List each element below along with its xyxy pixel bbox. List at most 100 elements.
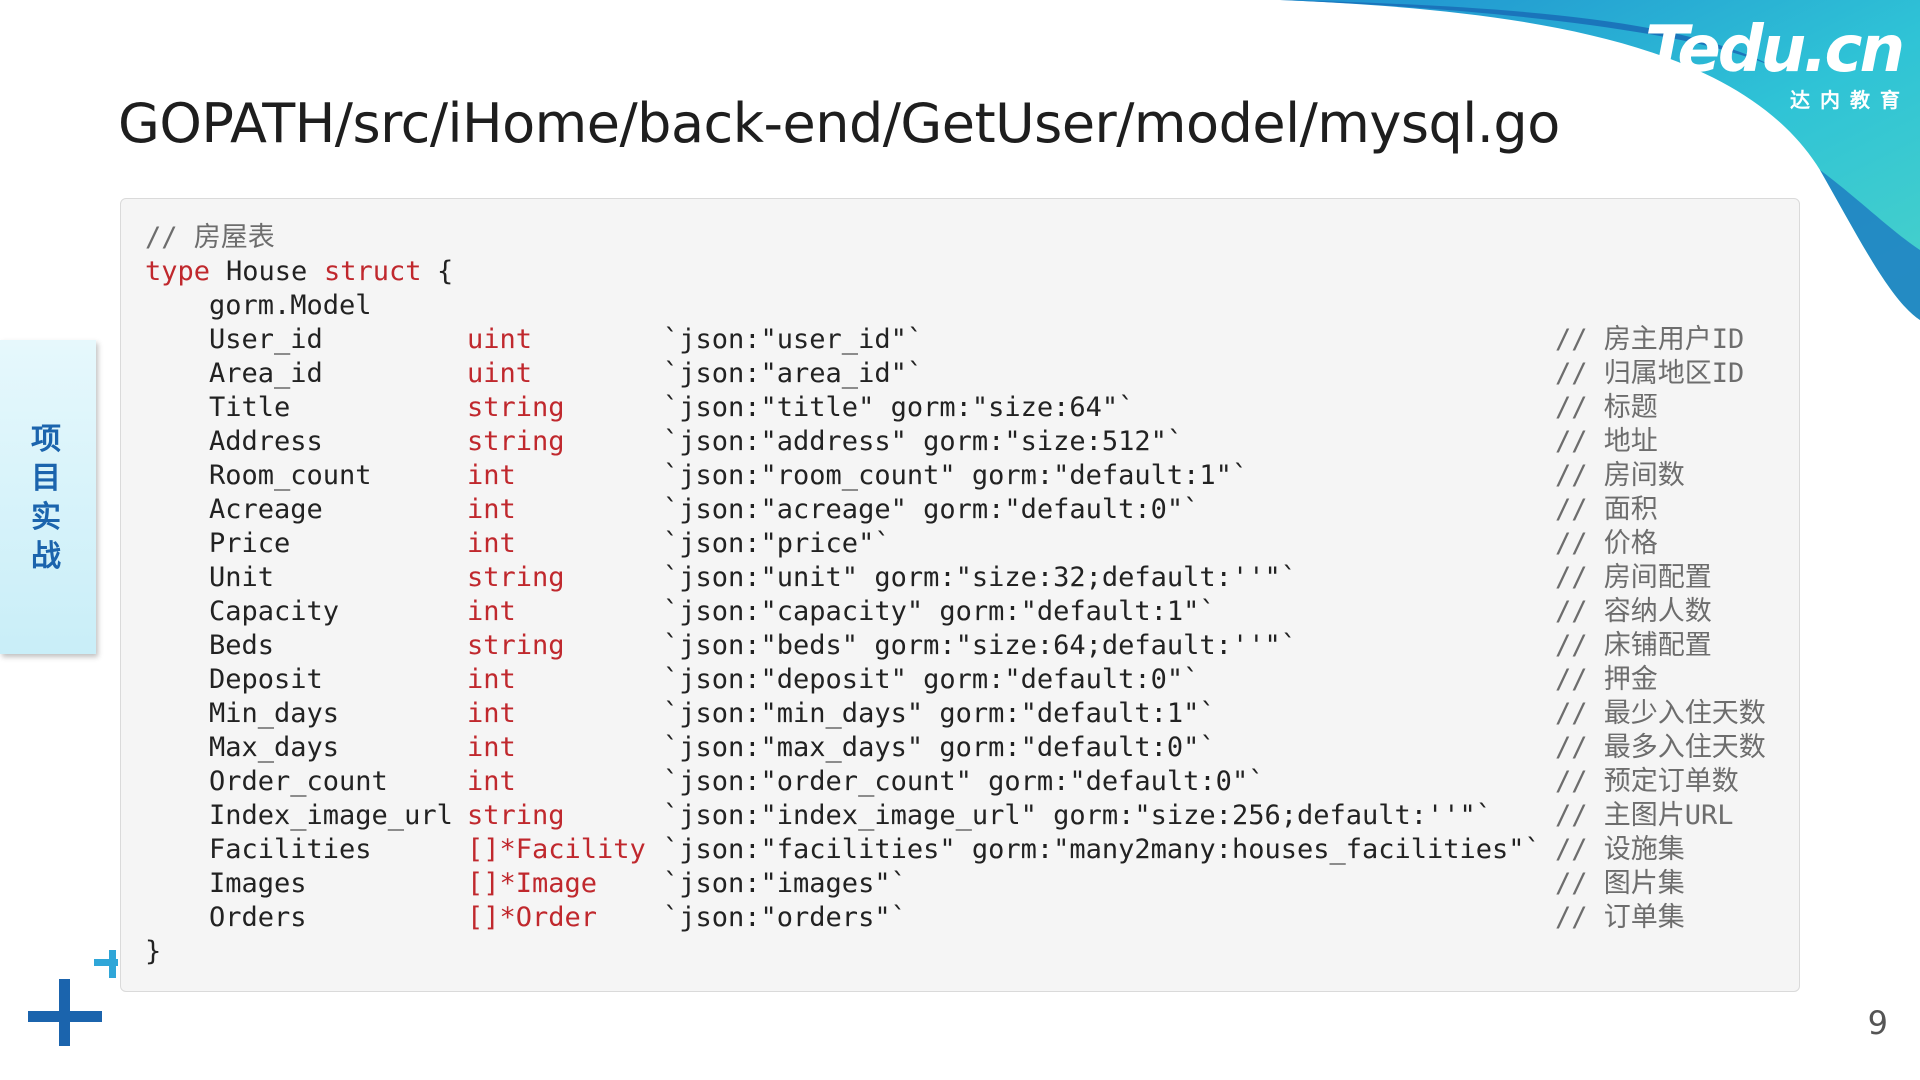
code-field-name: Images bbox=[209, 868, 307, 899]
brand-swoosh-decoration bbox=[1280, 0, 1920, 320]
code-field-name: Facilities bbox=[209, 834, 372, 865]
code-struct-name: House bbox=[226, 256, 308, 287]
code-field-comment: // 房主用户ID bbox=[1555, 324, 1745, 355]
code-field-name: Orders bbox=[209, 902, 307, 933]
code-field-name: Capacity bbox=[209, 596, 340, 627]
code-line-field: Deposit int `json:"deposit" gorm:"default:… bbox=[145, 663, 1785, 697]
code-field-comment: // 房间配置 bbox=[1555, 562, 1712, 593]
code-line-field: Index_image_url string `json:"index_image_… bbox=[145, 799, 1785, 833]
code-line-embedded: gorm.Model bbox=[145, 289, 1785, 323]
code-field-tag: `json:"room_count" gorm:"default:1"` bbox=[663, 460, 1249, 491]
code-field-comment: // 面积 bbox=[1555, 494, 1658, 525]
code-line-field: Unit string `json:"unit" gorm:"size:32;def… bbox=[145, 561, 1785, 595]
code-field-comment: // 容纳人数 bbox=[1555, 596, 1712, 627]
code-line-comment: // 房屋表 bbox=[145, 221, 1785, 255]
code-field-name: Order_count bbox=[209, 766, 388, 797]
code-field-comment: // 最少入住天数 bbox=[1555, 698, 1766, 729]
code-field-name: Price bbox=[209, 528, 291, 559]
code-field-type: int bbox=[467, 460, 516, 491]
code-field-type: int bbox=[467, 596, 516, 627]
code-field-name: Unit bbox=[209, 562, 275, 593]
code-line-struct-decl: type House struct { bbox=[145, 255, 1785, 289]
code-field-tag: `json:"user_id"` bbox=[663, 324, 924, 355]
code-field-type: string bbox=[467, 426, 565, 457]
code-field-tag: `json:"price"` bbox=[663, 528, 891, 559]
code-line-field: Capacity int `json:"capacity" gorm:"defaul… bbox=[145, 595, 1785, 629]
code-field-type: string bbox=[467, 392, 565, 423]
code-field-type: int bbox=[467, 528, 516, 559]
code-field-type: int bbox=[467, 698, 516, 729]
code-line-close: } bbox=[145, 935, 1785, 969]
code-line-field: Images []*Image `json:"images"` // 图片集 bbox=[145, 867, 1785, 901]
code-field-comment: // 预定订单数 bbox=[1555, 766, 1739, 797]
brand-logo-text: Tedu.cn bbox=[1645, 13, 1905, 87]
code-open-brace: { bbox=[437, 256, 454, 287]
code-panel: // 房屋表 type House struct { gorm.Model Us… bbox=[120, 198, 1800, 992]
code-field-comment: // 设施集 bbox=[1555, 834, 1685, 865]
code-field-comment: // 主图片URL bbox=[1555, 800, 1734, 831]
code-field-name: Acreage bbox=[209, 494, 323, 525]
page-number: 9 bbox=[1867, 1004, 1888, 1042]
code-field-comment: // 地址 bbox=[1555, 426, 1658, 457]
code-field-comment: // 归属地区ID bbox=[1555, 358, 1745, 389]
code-field-tag: `json:"max_days" gorm:"default:0"` bbox=[663, 732, 1216, 763]
code-field-name: User_id bbox=[209, 324, 323, 355]
code-field-type: uint bbox=[467, 324, 533, 355]
code-field-type: []*Facility bbox=[467, 834, 646, 865]
code-field-tag: `json:"min_days" gorm:"default:1"` bbox=[663, 698, 1216, 729]
code-field-type: string bbox=[467, 562, 565, 593]
code-header-comment: // 房屋表 bbox=[145, 222, 275, 253]
code-field-type: string bbox=[467, 630, 565, 661]
code-field-type: []*Image bbox=[467, 868, 598, 899]
code-field-type: string bbox=[467, 800, 565, 831]
code-field-name: Title bbox=[209, 392, 291, 423]
code-field-tag: `json:"index_image_url" gorm:"size:256;d… bbox=[663, 800, 1493, 831]
code-line-field: Beds string `json:"beds" gorm:"size:64;def… bbox=[145, 629, 1785, 663]
page-title: GOPATH/src/iHome/back-end/GetUser/model/… bbox=[118, 92, 1560, 155]
code-embedded: gorm.Model bbox=[209, 290, 372, 321]
code-line-field: User_id uint `json:"user_id"` // 房主用户ID bbox=[145, 323, 1785, 357]
code-field-tag: `json:"acreage" gorm:"default:0"` bbox=[663, 494, 1200, 525]
code-field-type: int bbox=[467, 494, 516, 525]
code-keyword-type: type bbox=[145, 256, 211, 287]
code-line-field: Area_id uint `json:"area_id"` // 归属地区ID bbox=[145, 357, 1785, 391]
side-tab-label: 项目实战 bbox=[31, 422, 61, 574]
code-field-name: Area_id bbox=[209, 358, 323, 389]
code-field-tag: `json:"area_id"` bbox=[663, 358, 924, 389]
code-field-tag: `json:"order_count" gorm:"default:0"` bbox=[663, 766, 1265, 797]
code-field-name: Max_days bbox=[209, 732, 340, 763]
brand-logo: Tedu.cn 达内教育 bbox=[1642, 13, 1905, 113]
code-field-comment: // 订单集 bbox=[1555, 902, 1685, 933]
code-field-tag: `json:"deposit" gorm:"default:0"` bbox=[663, 664, 1200, 695]
code-field-type: int bbox=[467, 732, 516, 763]
code-field-type: []*Order bbox=[467, 902, 598, 933]
code-field-name: Deposit bbox=[209, 664, 323, 695]
code-line-field: Acreage int `json:"acreage" gorm:"default:… bbox=[145, 493, 1785, 527]
code-field-type: uint bbox=[467, 358, 533, 389]
code-field-type: int bbox=[467, 766, 516, 797]
code-field-name: Beds bbox=[209, 630, 275, 661]
code-field-comment: // 押金 bbox=[1555, 664, 1658, 695]
code-field-tag: `json:"capacity" gorm:"default:1"` bbox=[663, 596, 1216, 627]
code-lines: // 房屋表 type House struct { gorm.Model Us… bbox=[145, 221, 1785, 969]
side-tab: 项目实战 bbox=[0, 340, 96, 654]
code-field-comment: // 图片集 bbox=[1555, 868, 1685, 899]
code-field-tag: `json:"address" gorm:"size:512"` bbox=[663, 426, 1184, 457]
code-field-tag: `json:"images"` bbox=[663, 868, 907, 899]
code-field-tag: `json:"orders"` bbox=[663, 902, 907, 933]
code-field-comment: // 床铺配置 bbox=[1555, 630, 1712, 661]
code-field-name: Index_image_url bbox=[209, 800, 453, 831]
code-keyword-struct: struct bbox=[324, 256, 422, 287]
code-field-tag: `json:"beds" gorm:"size:64;default:''"` bbox=[663, 630, 1297, 661]
code-field-type: int bbox=[467, 664, 516, 695]
code-field-tag: `json:"unit" gorm:"size:32;default:''"` bbox=[663, 562, 1297, 593]
code-field-comment: // 价格 bbox=[1555, 528, 1658, 559]
plus-icon bbox=[28, 950, 118, 1046]
code-field-tag: `json:"facilities" gorm:"many2many:house… bbox=[663, 834, 1541, 865]
code-line-field: Order_count int `json:"order_count" gorm:"… bbox=[145, 765, 1785, 799]
code-field-comment: // 房间数 bbox=[1555, 460, 1685, 491]
